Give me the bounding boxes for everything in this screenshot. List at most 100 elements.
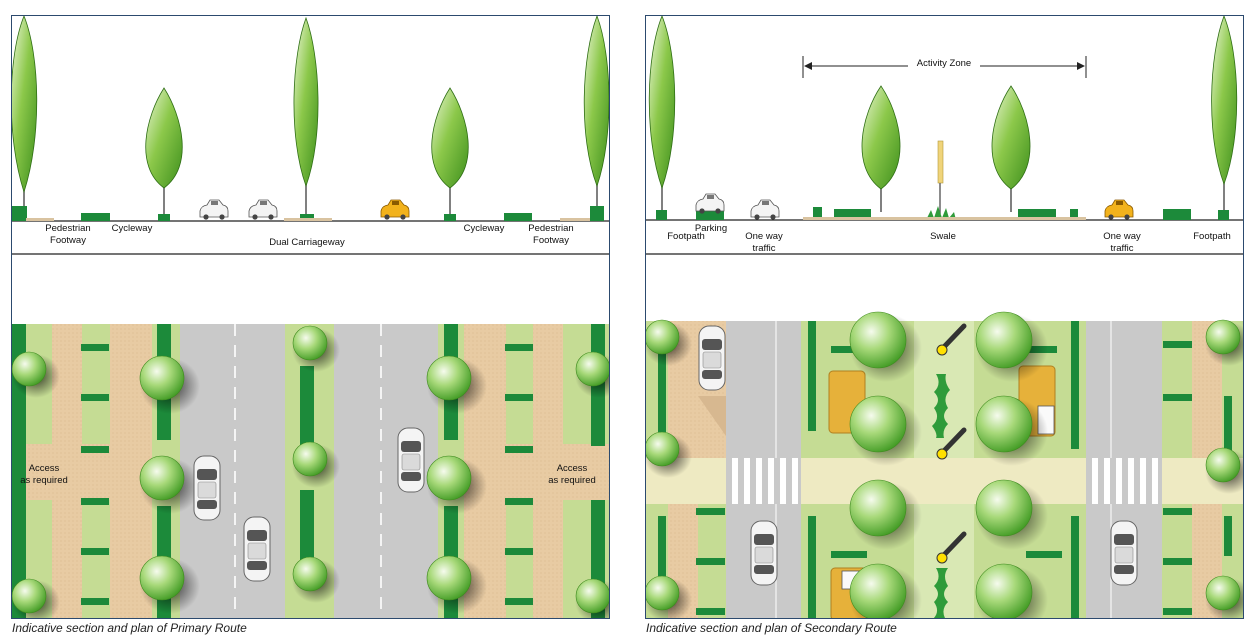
- hedge-short: [1026, 551, 1062, 558]
- hedge-short: [1163, 341, 1192, 348]
- street-lamp: [936, 427, 967, 460]
- primary-route-panel: Pedestrian Footway Cycleway Dual Carriag…: [11, 15, 610, 619]
- secondary-plan: [646, 311, 1243, 618]
- tree-canopies: [646, 311, 1243, 618]
- section-hedge: [1018, 209, 1056, 220]
- plan-car: [397, 427, 425, 493]
- tall-tree-right: [583, 16, 609, 221]
- section-hedge: [696, 210, 724, 220]
- hedge-short: [1163, 608, 1192, 615]
- hedge: [1071, 321, 1079, 449]
- hedge-short: [505, 548, 533, 555]
- hedge-short: [81, 394, 109, 401]
- hedge: [1071, 516, 1079, 618]
- hedge-short: [81, 548, 109, 555]
- hedge: [658, 516, 666, 596]
- section-kerb: [26, 218, 54, 221]
- label-activity-zone: Activity Zone: [916, 58, 972, 69]
- hedge-short: [1163, 558, 1192, 565]
- label-one-way-traffic-right: One way traffic: [1103, 231, 1141, 254]
- label-pedestrian-footway-right: Pedestrian Footway: [528, 223, 574, 246]
- swale-planting: [932, 374, 950, 438]
- primary-caption: Indicative section and plan of Primary R…: [12, 621, 247, 635]
- hedge: [808, 321, 816, 431]
- swale-planting: [926, 206, 956, 220]
- hedge-short: [696, 508, 725, 515]
- hedge-short: [81, 598, 109, 605]
- section-kerb: [803, 217, 1086, 220]
- plan-car: [1110, 520, 1138, 586]
- hedge-short: [831, 346, 859, 353]
- label-pedestrian-footway-left: Pedestrian Footway: [45, 223, 91, 246]
- primary-plan: [12, 324, 609, 618]
- label-cycleway-left: Cycleway: [111, 223, 153, 234]
- hedge-short: [505, 344, 533, 351]
- section-taxi: [380, 199, 410, 220]
- swale-planting: [933, 568, 948, 618]
- hedge-short: [1163, 508, 1192, 515]
- street-lamp: [936, 323, 967, 356]
- section-hedge: [813, 207, 822, 220]
- section-car: [199, 199, 229, 221]
- label-dual-carriageway: Dual Carriageway: [269, 237, 345, 248]
- hedge-short: [81, 344, 109, 351]
- section-taxi: [1104, 199, 1134, 220]
- hedge-short: [81, 498, 109, 505]
- access-band-left: [12, 444, 152, 500]
- label-footpath-right: Footpath: [1193, 231, 1231, 242]
- plan-car: [243, 516, 271, 582]
- tall-tree-centre: [293, 16, 319, 221]
- hedge-short: [81, 446, 109, 453]
- hedge: [300, 366, 314, 460]
- zebra-crossing-right: [1086, 458, 1162, 504]
- hedge-short: [505, 394, 533, 401]
- label-one-way-traffic-left: One way traffic: [745, 231, 783, 254]
- medium-tree-left: [861, 85, 901, 212]
- section-car: [248, 199, 278, 221]
- parked-car: [698, 325, 726, 391]
- hedge-short: [505, 598, 533, 605]
- tall-tree-left: [648, 16, 676, 220]
- section-hedge: [1070, 209, 1078, 220]
- plan-car: [750, 520, 778, 586]
- hedge: [808, 516, 816, 618]
- primary-drawing: [12, 16, 609, 618]
- section-hedge: [1163, 209, 1191, 220]
- hedge-short: [696, 608, 725, 615]
- plan-car: [193, 455, 221, 521]
- hedge-short: [505, 498, 533, 505]
- section-kerb: [284, 218, 332, 221]
- hedge-short: [696, 558, 725, 565]
- section-car: [695, 193, 725, 215]
- section-hedge: [504, 213, 532, 221]
- zebra-crossing-left: [726, 458, 801, 504]
- medium-tree-left: [145, 87, 183, 221]
- section-hedge: [834, 209, 871, 220]
- label-parking: Parking: [694, 223, 728, 234]
- label-footpath-left: Footpath: [667, 231, 705, 242]
- hedge-short: [505, 446, 533, 453]
- secondary-caption: Indicative section and plan of Secondary…: [646, 621, 897, 635]
- hedge: [1224, 396, 1232, 456]
- hedge: [658, 336, 666, 436]
- tall-tree-right: [1211, 16, 1238, 220]
- section-hedge: [81, 213, 110, 221]
- street-lamp: [936, 531, 967, 564]
- lamp-post: [937, 140, 944, 214]
- hedge-short: [1163, 394, 1192, 401]
- hedge: [1224, 516, 1232, 556]
- tall-tree-left: [12, 16, 38, 221]
- label-swale: Swale: [930, 231, 956, 242]
- label-cycleway-right: Cycleway: [463, 223, 505, 234]
- medium-tree-right: [431, 87, 469, 221]
- section-kerb: [560, 218, 590, 221]
- label-access-left: Access as required: [20, 463, 68, 486]
- secondary-route-panel: Activity Zone Footpath Parking One way t…: [645, 15, 1244, 619]
- hedge: [12, 324, 26, 618]
- hedge-short: [831, 551, 867, 558]
- access-band-right: [464, 444, 609, 500]
- label-access-right: Access as required: [548, 463, 596, 486]
- medium-tree-right: [991, 85, 1031, 212]
- activity-zone-dimension: [802, 56, 1087, 78]
- secondary-drawing: [646, 16, 1243, 618]
